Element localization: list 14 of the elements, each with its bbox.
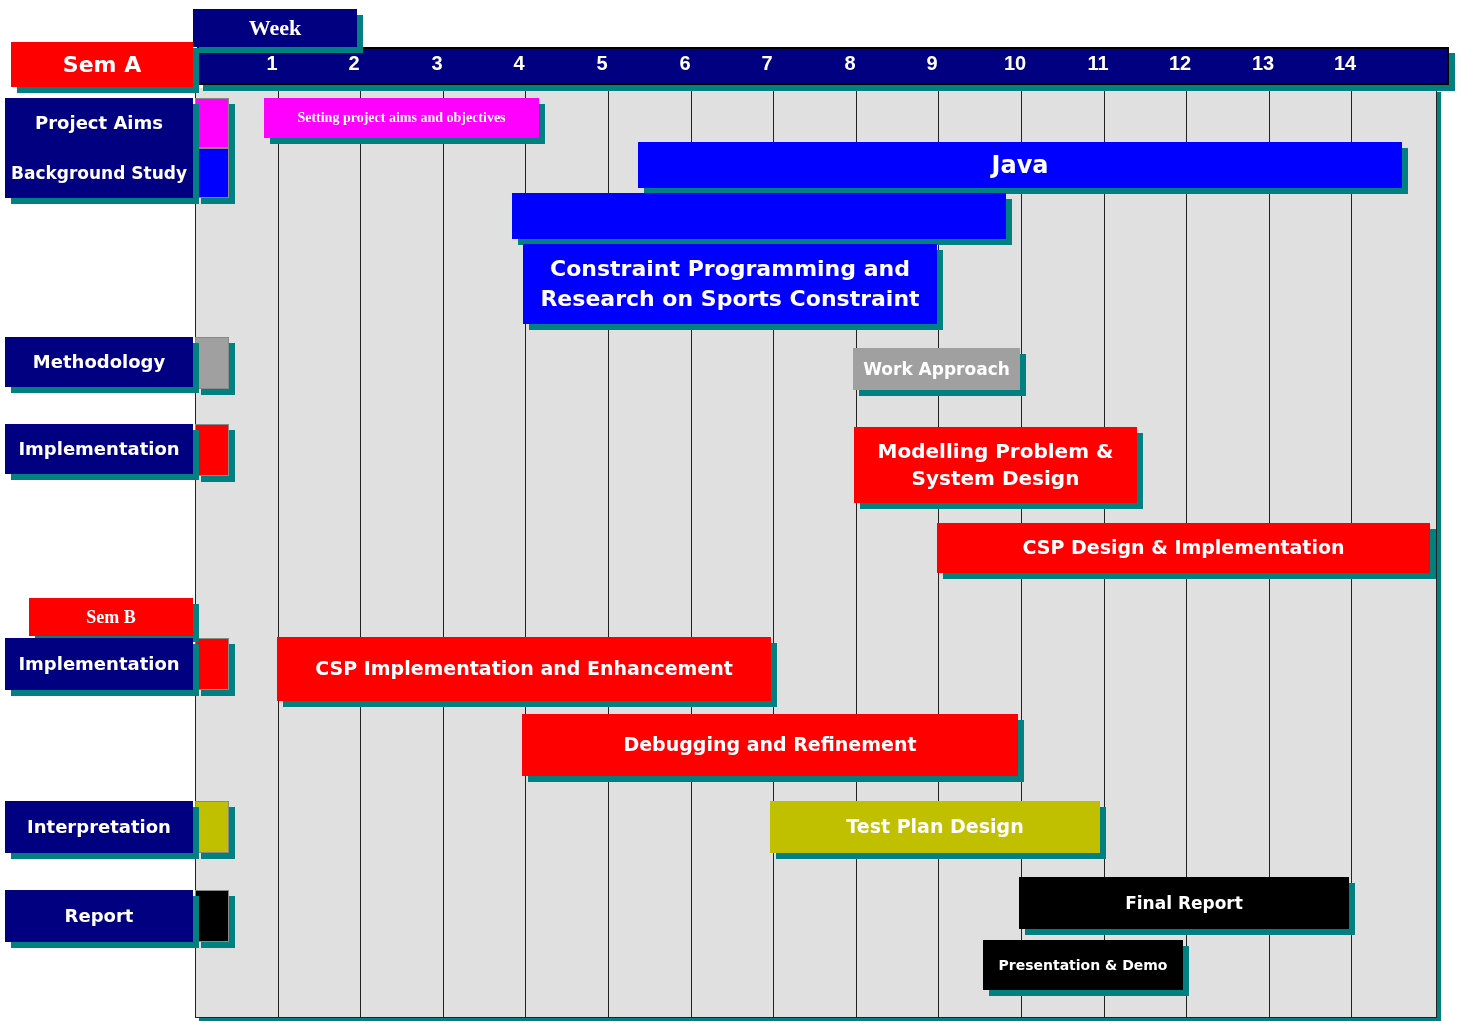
week-number: 11	[1086, 52, 1110, 75]
week-number: 5	[595, 52, 609, 75]
week-number: 14	[1332, 52, 1358, 75]
week-number: 7	[760, 52, 774, 75]
week-number: 12	[1167, 52, 1193, 75]
week-number: 2	[347, 52, 361, 75]
week-number: 3	[430, 52, 444, 75]
week-number: 4	[512, 52, 526, 75]
week-number: 10	[1002, 52, 1028, 75]
week-number: 1	[265, 52, 279, 75]
week-number: 8	[843, 52, 857, 75]
week-number: 13	[1250, 52, 1276, 75]
week-number: 6	[678, 52, 692, 75]
week-number: 9	[925, 52, 939, 75]
